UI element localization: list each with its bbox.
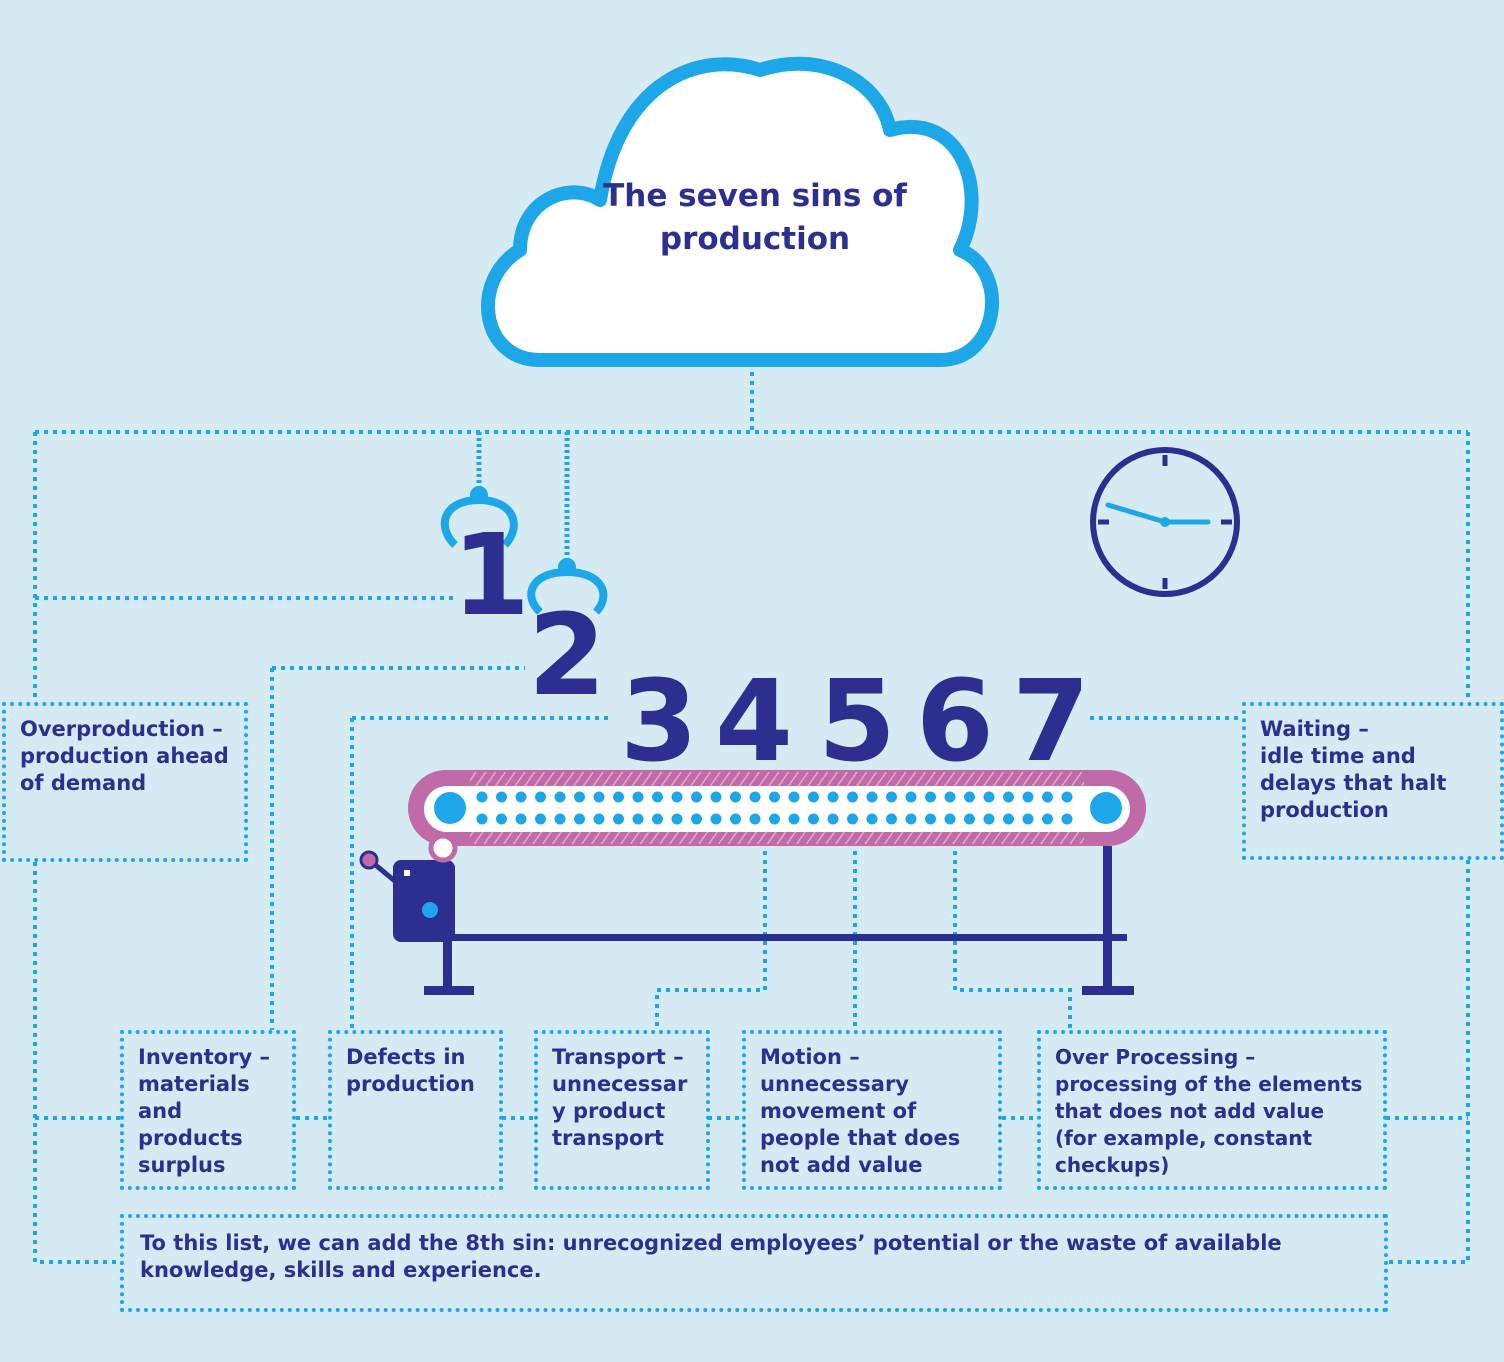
number-2: 2 [528,591,606,721]
sin-defects-title: Defects in production [346,1045,475,1096]
number-6: 6 [916,657,994,787]
conveyor-belt [408,770,1146,995]
sin-overprocessing-box: Over Processing – processing of the elem… [1037,1030,1387,1190]
sin-transport-box: Transport – unnecessar y product transpo… [534,1030,710,1190]
sin-overproduction-box: Overproduction – production ahead of dem… [2,702,248,862]
sin-waiting-desc: idle time and delays that halt productio… [1260,744,1447,822]
eighth-sin-text: To this list, we can add the 8th sin: un… [140,1231,1282,1282]
sin-waiting-title: Waiting – [1260,717,1369,741]
sin-inventory-desc: materials and products surplus [138,1072,250,1177]
sin-motion-box: Motion – unnecessary movement of people … [742,1030,1002,1190]
number-7: 7 [1012,657,1090,787]
cloud-title: The seven sins of production [603,178,907,257]
control-box-icon [359,833,458,942]
sin-inventory-box: Inventory – materials and products surpl… [120,1030,296,1190]
sin-overproduction-desc: production ahead of demand [20,744,229,795]
number-4: 4 [715,657,793,787]
crane-claws [440,432,608,615]
sin-transport-desc: unnecessar y product transport [552,1072,688,1150]
number-5: 5 [818,657,896,787]
sin-waiting-box: Waiting – idle time and delays that halt… [1242,702,1504,860]
cloud-shape [481,56,999,367]
eighth-sin-box: To this list, we can add the 8th sin: un… [120,1214,1388,1312]
sin-inventory-title: Inventory – [138,1045,270,1069]
number-3: 3 [620,657,698,787]
sin-motion-title: Motion – [760,1045,860,1069]
clock-icon [1090,447,1240,597]
sin-transport-title: Transport – [552,1045,684,1069]
sin-motion-desc: unnecessary movement of people that does… [760,1072,961,1177]
sin-defects-box: Defects in production [328,1030,503,1190]
sin-overprocessing-desc: processing of the elements that does not… [1055,1072,1363,1177]
connector-lines [33,372,1470,1264]
sin-overprocessing-title: Over Processing – [1055,1045,1256,1069]
sin-overproduction-title: Overproduction – [20,717,223,741]
number-1: 1 [452,511,530,641]
